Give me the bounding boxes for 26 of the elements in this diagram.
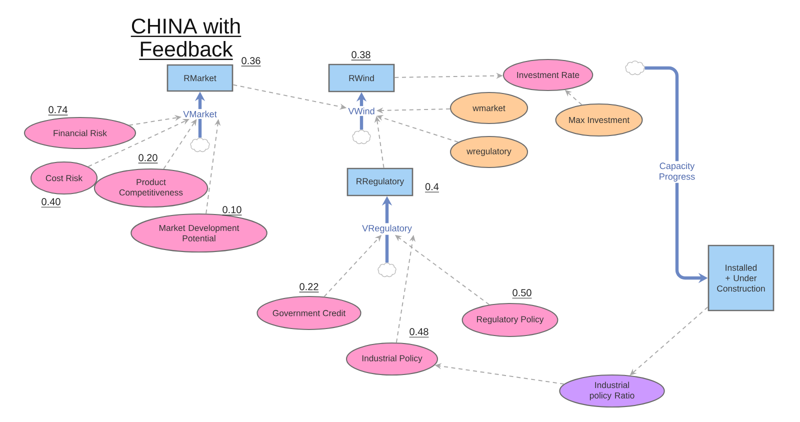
value-label: 0.38	[351, 51, 371, 60]
cloud-icon	[625, 60, 645, 76]
stock-box: RMarket	[166, 64, 234, 92]
title: CHINA with Feedback	[130, 18, 242, 60]
flow-line	[385, 234, 389, 263]
edge-label: Capacity Progress	[652, 161, 702, 183]
value-label: 0.74	[48, 106, 68, 116]
flow-line	[198, 118, 202, 138]
flow-label: VMarket	[183, 110, 217, 118]
flow-line	[360, 116, 364, 130]
value-label: 0.48	[409, 328, 429, 338]
flow-label: VWind	[348, 108, 374, 114]
stock-box: RRegulatory	[346, 168, 414, 196]
flow-label: VRegulatory	[362, 224, 412, 234]
value-label: 0.10	[222, 206, 242, 216]
stock-box: RWind	[328, 64, 395, 92]
value-label: 0.4	[424, 183, 440, 192]
value-label: 0.40	[41, 198, 61, 208]
cloud-icon	[352, 130, 371, 144]
value-label: 0.50	[512, 289, 532, 298]
cloud-icon	[190, 138, 210, 152]
value-label: 0.22	[299, 283, 319, 292]
value-label: 0.20	[138, 154, 158, 164]
stock-box: Installed + Under Construction	[708, 244, 774, 312]
cloud-icon	[378, 262, 396, 278]
value-label: 0.36	[241, 57, 261, 66]
